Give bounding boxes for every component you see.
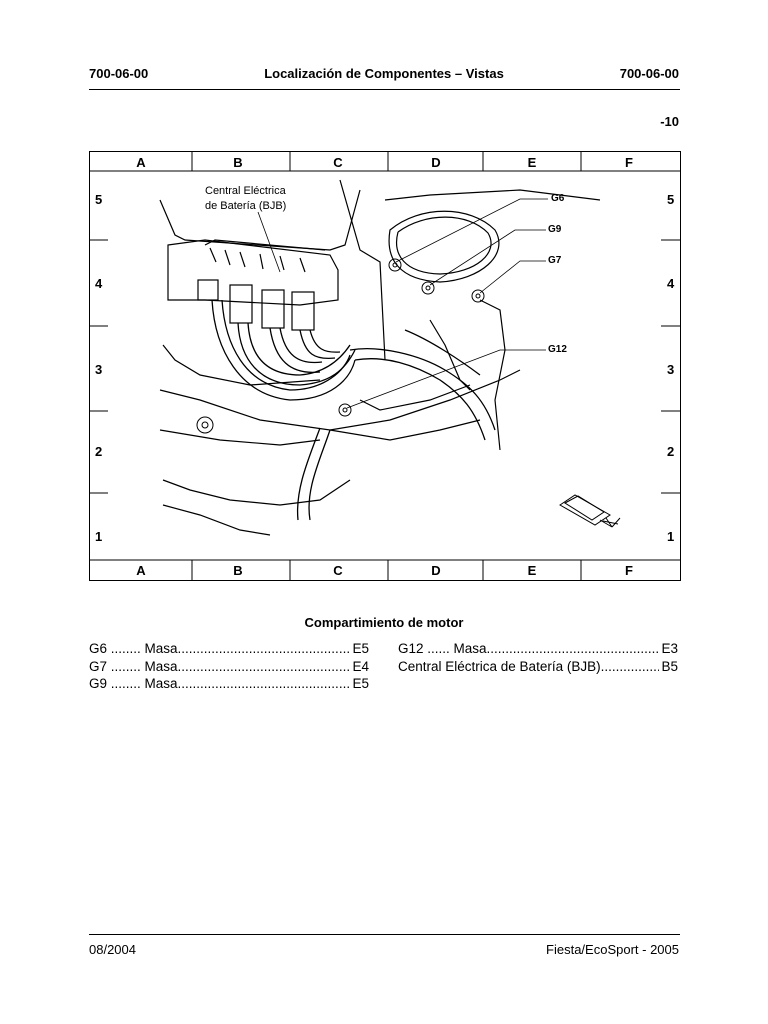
callout-bjb: Central Eléctrica de Batería (BJB) (205, 184, 286, 214)
callout-g9: G9 (548, 224, 562, 235)
component-location-diagram (89, 151, 681, 581)
callout-g6: G6 (551, 193, 565, 204)
col-label-c-bottom: C (333, 563, 343, 578)
row-label-3-right: 3 (667, 362, 675, 377)
row-label-1-left: 1 (95, 529, 103, 544)
col-label-f-top: F (625, 155, 633, 170)
callout-leaders (257, 198, 548, 409)
legend-item-g9: G9 ........ Masa E5 (89, 675, 369, 693)
page-title: Localización de Componentes – Vistas (264, 66, 504, 81)
col-label-b-bottom: B (233, 563, 243, 578)
page-number: -10 (660, 114, 679, 129)
footer-rule (89, 934, 680, 935)
row-ticks (89, 239, 680, 494)
col-label-e-bottom: E (527, 563, 537, 578)
col-label-e-top: E (527, 155, 537, 170)
legend-item-location: E4 (352, 658, 369, 674)
legend-left-column: G6 ........ Masa E5 G7 ........ Masa E4 … (89, 640, 369, 693)
footer-model: Fiesta/EcoSport - 2005 (546, 942, 679, 957)
row-label-3-left: 3 (95, 362, 103, 377)
row-label-4-right: 4 (667, 276, 675, 291)
body-structure (159, 179, 601, 536)
footer-date: 08/2004 (89, 942, 136, 957)
callout-g7: G7 (548, 255, 562, 266)
legend-right-column: G12 ...... Masa E3 Central Eléctrica de … (398, 640, 678, 675)
bjb-cables (211, 299, 496, 521)
row-label-5-right: 5 (667, 192, 675, 207)
callout-bjb-line2: de Batería (BJB) (205, 200, 287, 212)
legend-item-location: B5 (661, 658, 678, 674)
legend-item-bjb: Central Eléctrica de Batería (BJB) B5 (398, 658, 678, 676)
col-label-b-top: B (233, 155, 243, 170)
legend-item-label: G9 ........ Masa (89, 676, 178, 691)
legend-item-label: G12 ...... Masa (398, 641, 487, 656)
row-label-2-right: 2 (667, 444, 675, 459)
column-separators (191, 151, 582, 580)
legend-item-location: E5 (352, 641, 369, 656)
col-label-a-bottom: A (136, 563, 146, 578)
col-label-c-top: C (333, 155, 343, 170)
bjb-box (167, 239, 339, 331)
col-label-f-bottom: F (625, 563, 633, 578)
header-code-left: 700-06-00 (89, 66, 149, 81)
legend-item-label: G7 ........ Masa (89, 658, 178, 674)
legend-item-location: E3 (661, 641, 678, 656)
legend-item-label: Central Eléctrica de Batería (BJB) (398, 658, 601, 674)
section-title: Compartimiento de motor (304, 615, 464, 630)
legend-item-g6: G6 ........ Masa E5 (89, 640, 369, 658)
col-label-a-top: A (136, 155, 146, 170)
row-label-4-left: 4 (95, 276, 103, 291)
row-label-5-left: 5 (95, 192, 103, 207)
row-label-2-left: 2 (95, 444, 103, 459)
col-label-d-bottom: D (431, 563, 441, 578)
header-rule (89, 89, 680, 90)
ground-points (196, 258, 485, 434)
vehicle-direction-icon (559, 494, 621, 528)
col-label-d-top: D (431, 155, 441, 170)
header-code-right: 700-06-00 (619, 66, 679, 81)
legend-item-g7: G7 ........ Masa E4 (89, 658, 369, 676)
callout-bjb-line1: Central Eléctrica (205, 185, 286, 197)
row-label-1-right: 1 (667, 529, 675, 544)
callout-g12: G12 (548, 344, 567, 355)
legend-item-label: G6 ........ Masa (89, 641, 178, 656)
legend-item-g12: G12 ...... Masa E3 (398, 640, 678, 658)
legend-item-location: E5 (352, 676, 369, 691)
